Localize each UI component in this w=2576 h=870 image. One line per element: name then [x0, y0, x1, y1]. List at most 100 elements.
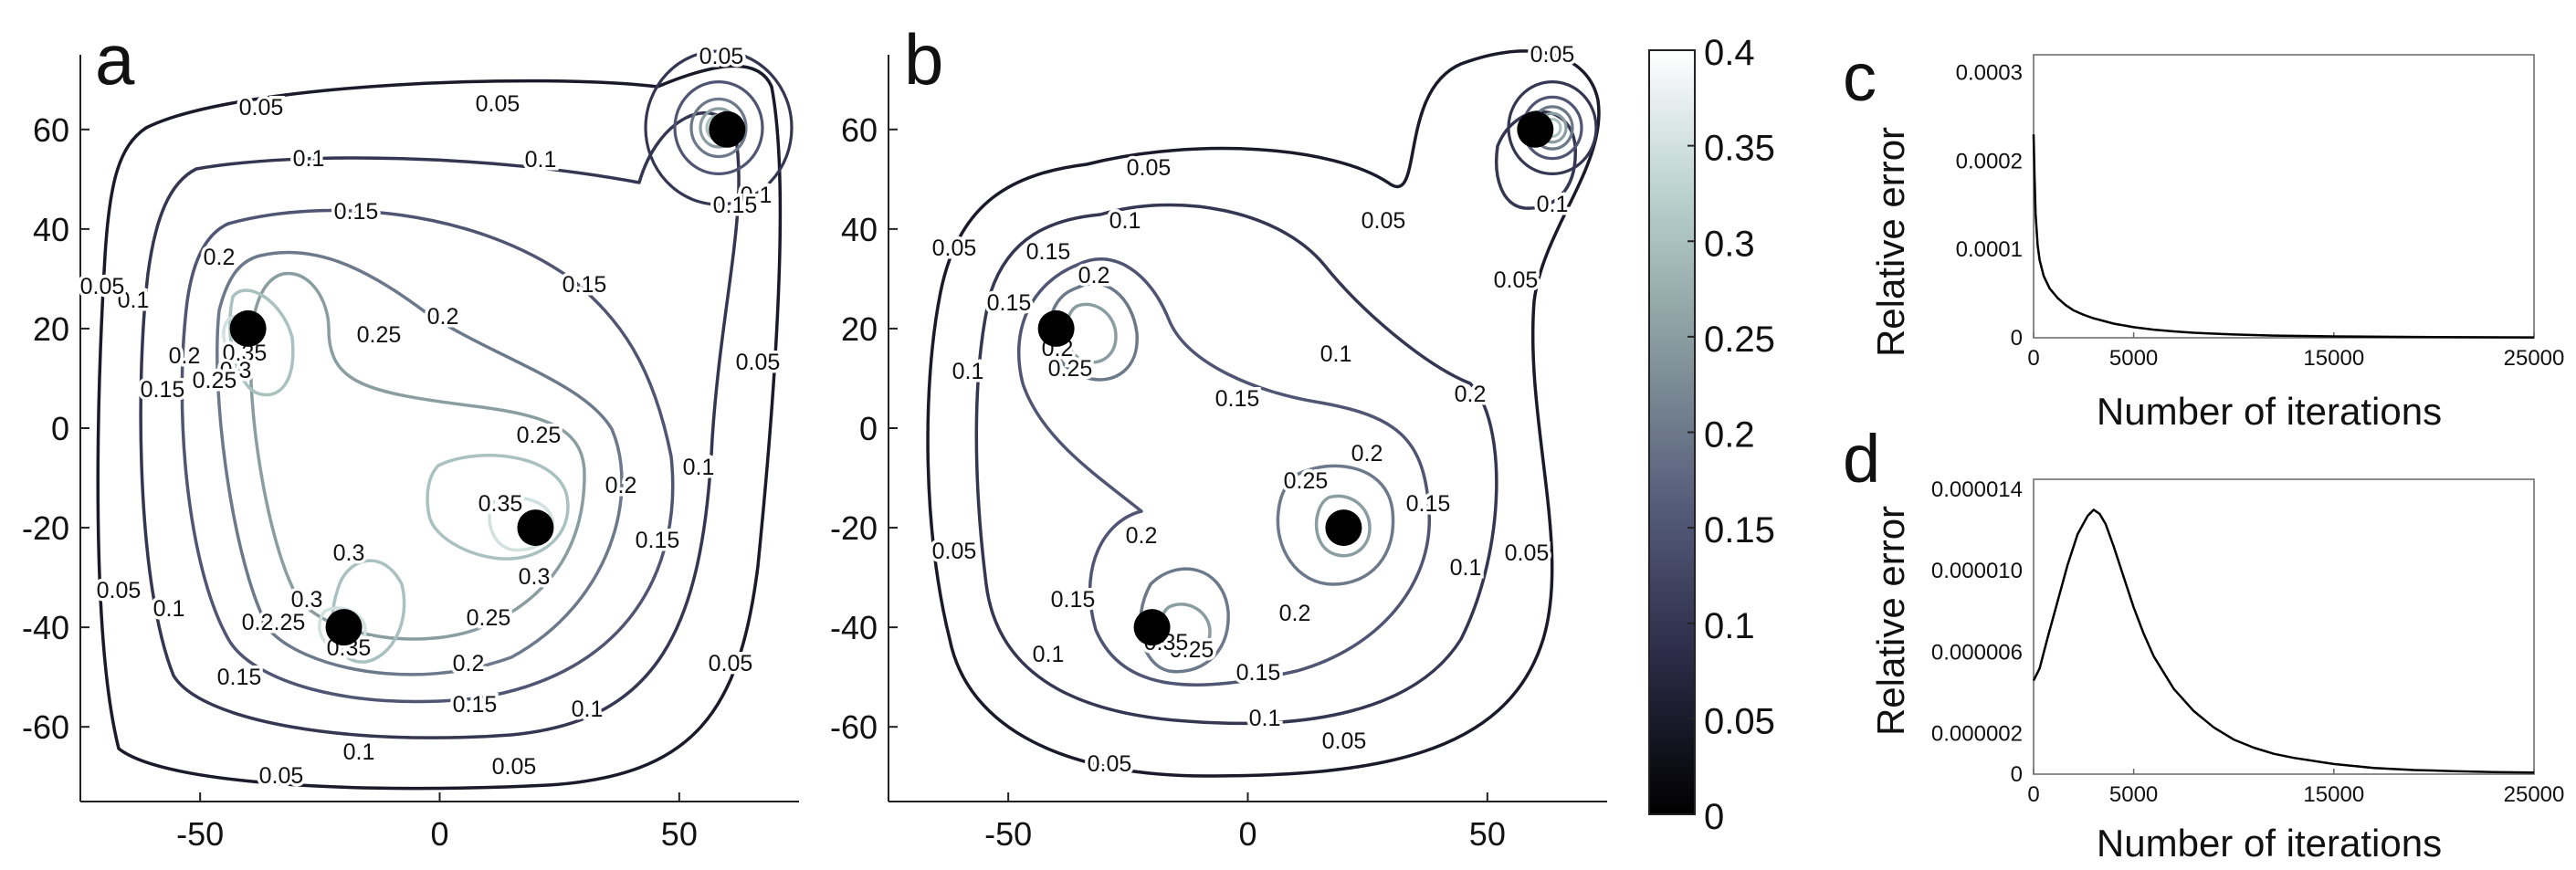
contour-line: [974, 110, 1577, 726]
contour-level-label: 0.15: [1051, 587, 1096, 613]
contour-level-label: 0.15: [563, 272, 607, 298]
contour-level-label: 0.2: [242, 610, 274, 635]
contour-level-label: 0.05: [932, 539, 977, 564]
colorbar-tick-label: 0.1: [1704, 606, 1755, 646]
panel-label: b: [904, 19, 943, 100]
colorbar-tick-label: 0.25: [1704, 320, 1775, 360]
source-point: [325, 609, 363, 646]
contour-level-label: 0.05: [97, 578, 142, 603]
contour-level-label: 0.2: [1279, 601, 1311, 626]
contour-level-label: 0.05: [932, 236, 977, 261]
source-point: [229, 309, 267, 347]
y-tick-label: -60: [22, 708, 69, 746]
x-tick-label: 15000: [2303, 346, 2364, 371]
contour-level-label: 0.2: [1126, 523, 1158, 549]
contour-level-label: 0.25: [517, 423, 562, 448]
contour-level-label: 0.25: [1170, 637, 1214, 663]
y-tick-label: 0: [51, 410, 69, 447]
colorbar-tick-label: 0: [1704, 797, 1724, 837]
x-tick-label: 50: [1469, 815, 1506, 853]
plot-frame: [2033, 54, 2535, 339]
source-point: [1133, 609, 1171, 646]
x-tick-label: 15000: [2303, 782, 2364, 807]
contour-level-label: 0.25: [261, 610, 306, 635]
contour-line: [248, 271, 586, 641]
y-tick-label: 20: [841, 310, 878, 348]
contour-level-label: 0.25: [193, 368, 237, 393]
y-tick-label: 0.000002: [1931, 721, 2023, 746]
y-tick-label: 0: [2011, 762, 2023, 787]
contour-level-label: 0.2: [605, 473, 637, 498]
y-tick-label: 20: [33, 310, 69, 348]
source-point: [1325, 509, 1362, 547]
contour-level-label: 0.25: [1284, 468, 1329, 494]
x-tick-label: 50: [661, 815, 698, 853]
colorbar-tick-label: 0.2: [1704, 415, 1755, 456]
contour-level-label: 0.05: [1322, 728, 1367, 754]
contour-ring: [1507, 79, 1598, 176]
y-tick-label: -20: [830, 509, 878, 547]
contour-ring: [673, 79, 764, 176]
contour-level-label: 0.2: [1455, 382, 1487, 407]
y-tick-label: -40: [830, 609, 878, 646]
y-tick-label: 0.000014: [1931, 477, 2023, 502]
contour-level-label: 0.2: [204, 245, 236, 270]
contour-level-label: 0.05: [1494, 267, 1539, 293]
contour-level-label: 0.25: [357, 322, 402, 348]
contour-level-label: 0.05: [476, 91, 520, 117]
contour-level-label: 0.3: [291, 587, 323, 613]
source-point: [709, 110, 746, 148]
colorbar-tick-label: 0.15: [1704, 510, 1775, 550]
contour-level-label: 0.2: [453, 651, 485, 676]
contour-level-label: 0.2: [1351, 441, 1383, 466]
y-tick-label: 0: [859, 410, 878, 447]
x-tick-label: 0: [2027, 782, 2039, 807]
plot-frame: [2033, 478, 2535, 775]
y-tick-label: 60: [33, 111, 69, 149]
contour-line: [1016, 257, 1431, 687]
contour-level-label: 0.1: [1249, 706, 1281, 731]
contour-level-label: 0.1: [1537, 192, 1569, 217]
contour-level-label: 0.05: [699, 44, 744, 69]
contour-level-label: 0.35: [478, 491, 523, 517]
contour-level-label: 0.1: [1033, 642, 1065, 667]
contour-line: [926, 49, 1601, 778]
colorbar-tick-label: 0.4: [1704, 33, 1755, 73]
y-tick-label: -40: [22, 609, 69, 646]
contour-level-label: 0.15: [987, 290, 1032, 316]
contour-level-label: 0.1: [1109, 208, 1141, 234]
colorbar-tick-label: 0.05: [1704, 701, 1775, 741]
contour-line: [180, 208, 675, 704]
contour-level-label: 0.1: [741, 183, 773, 208]
source-point: [1037, 309, 1075, 347]
contour-level-label: 0.05: [709, 651, 753, 676]
contour-level-label: 0.05: [736, 350, 781, 375]
contour-level-label: 0.3: [519, 564, 551, 590]
contour-level-label: 0.15: [141, 377, 185, 403]
contour-level-label: 0.25: [1048, 356, 1093, 382]
y-tick-label: -60: [830, 708, 878, 746]
error-curve: [2032, 508, 2535, 774]
contour-level-label: 0.2: [169, 343, 201, 369]
contour-level-label: 0.1: [343, 739, 375, 765]
contour-line: [222, 314, 554, 652]
contour-level-label: 0.15: [334, 199, 379, 225]
error-curve: [2032, 134, 2535, 339]
panel-label: c: [1843, 39, 1877, 115]
y-tick-label: 60: [841, 111, 878, 149]
contour-level-label: 0.1: [1320, 341, 1352, 367]
colorbar-gradient: [1648, 49, 1696, 815]
y-tick-label: 0.0001: [1956, 237, 2023, 262]
contour-level-label: 0.05: [1127, 155, 1172, 181]
y-axis-label: Relative error: [1869, 506, 1912, 736]
contour-level-label: 0.15: [1026, 239, 1071, 265]
x-tick-label: -50: [984, 815, 1032, 853]
contour-level-label: 0.1: [293, 146, 325, 172]
x-tick-label: 0: [430, 815, 448, 853]
contour-level-label: 0.15: [1406, 491, 1451, 517]
y-tick-label: 0.000006: [1931, 640, 2023, 665]
